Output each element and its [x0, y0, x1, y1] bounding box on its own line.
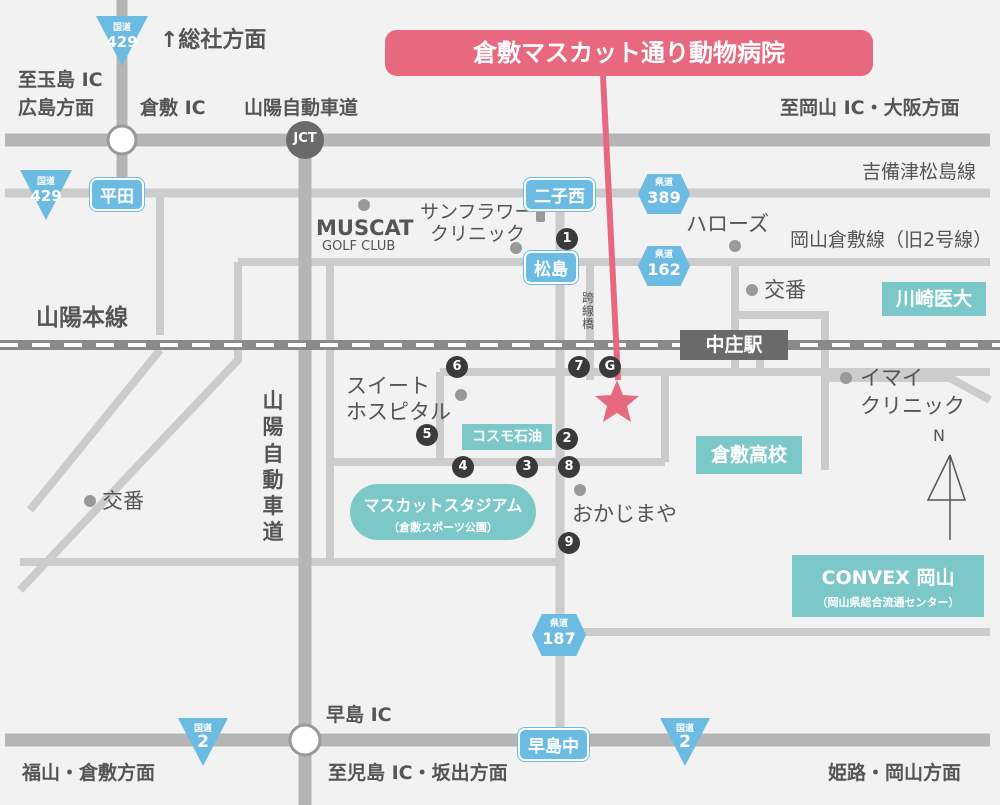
imai-clinic-dot [840, 372, 852, 384]
route-162-number: 162 [647, 260, 681, 279]
jct-circle [286, 121, 324, 159]
hayashimanaka-intersection: 早島中 [518, 728, 589, 761]
sweet-label: スイート [346, 374, 430, 398]
sunflower-clinic-label: クリニック [430, 223, 526, 245]
marker-goal: G [599, 356, 621, 378]
marker-5: 5 [416, 424, 438, 446]
sanyo-main-line-label: 山陽本線 [36, 305, 128, 331]
golf-club-label: GOLF CLUB [322, 239, 396, 254]
cosmo-oil-label: コスモ石油 [462, 424, 552, 450]
sweet-hospital-dot [455, 389, 467, 401]
marker-2: 2 [556, 428, 578, 450]
route-389-shield: 県道 389 [638, 174, 690, 214]
route-187-kendo: 県道 [549, 619, 568, 629]
futagonishi-intersection: 二子西 [524, 178, 595, 211]
muscat-golf-dot [358, 199, 370, 211]
nakasho-station: 中庄駅 [680, 330, 788, 360]
road-local [735, 311, 829, 470]
hayashima-ic-label: 早島 IC [326, 704, 392, 726]
marker-9: 9 [558, 532, 580, 554]
muscat-stadium-name: マスカットスタジアム [363, 496, 523, 515]
route-2-west-kokudo: 国道 [193, 724, 212, 734]
matsushima-intersection: 松島 [524, 251, 578, 284]
convex-okayama-label: CONVEX 岡山 （岡山県総合流通センター） [792, 555, 984, 617]
imai-clinic-label: クリニック [860, 394, 965, 418]
hirata-intersection: 平田 [90, 178, 144, 211]
route-389-kendo: 県道 [654, 178, 673, 188]
koban-west-label: 交番 [102, 489, 144, 513]
route-162-kendo: 県道 [654, 250, 673, 260]
okayama-kurashiki-line: 岡山倉敷線（旧2号線） [790, 229, 993, 251]
marker-6: 6 [446, 356, 468, 378]
route-429-west-number: 429 [30, 187, 62, 205]
route-187-shield: 県道 187 [532, 614, 586, 656]
marker-3: 3 [516, 456, 538, 478]
hiroshima-direction: 広島方面 [18, 97, 95, 119]
route-187-number: 187 [542, 629, 576, 648]
convex-sub: （岡山県総合流通センター） [816, 596, 960, 609]
route-2-east-kokudo: 国道 [675, 724, 694, 734]
sanyo-expressway-vertical: 山陽自動車道 [262, 389, 284, 545]
marker-8: 8 [558, 456, 580, 478]
muscat-stadium-sub: （倉敷スポーツ公園） [388, 521, 498, 534]
marker-4: 4 [452, 456, 474, 478]
route-2-west-number: 2 [197, 732, 209, 752]
marker-7: 7 [568, 356, 590, 378]
imai-label: イマイ [860, 366, 923, 390]
destination-star [595, 380, 639, 422]
clinic-title: 倉敷マスカット通り動物病院 [385, 30, 873, 76]
sanyo-expressway-label: 山陽自動車道 [244, 97, 359, 119]
kurashiki-ic-circle [106, 124, 138, 156]
okayama-osaka-direction: 至岡山 IC・大阪方面 [780, 97, 960, 119]
soja-direction: ↑総社方面 [160, 28, 267, 53]
tamashima-ic-label: 至玉島 IC [18, 69, 103, 91]
route-2-east-number: 2 [679, 732, 691, 752]
koban-east-dot [746, 284, 758, 296]
north-arrow [926, 454, 967, 540]
route-389-number: 389 [647, 188, 681, 207]
koban-east-label: 交番 [764, 278, 806, 302]
muscat-label: MUSCAT [316, 216, 414, 240]
gas-pump-icon [536, 210, 545, 222]
okajimaya-label: おかじまや [572, 502, 677, 526]
harozu-dot [729, 240, 741, 252]
fukuyama-direction: 福山・倉敷方面 [22, 762, 156, 784]
sweet-hospital-label: ホスピタル [346, 400, 451, 424]
kawasaki-medical-label: 川崎医大 [882, 282, 986, 316]
marker-1: 1 [556, 228, 578, 250]
himeji-direction: 姫路・岡山方面 [828, 762, 962, 784]
kurashiki-ic-label: 倉敷 IC [140, 97, 206, 119]
kibitsu-matsushima-line: 吉備津松島線 [862, 161, 977, 183]
route-429-north-number: 429 [106, 33, 138, 51]
harozu-label: ハローズ [686, 212, 769, 236]
muscat-stadium-label: マスカットスタジアム （倉敷スポーツ公園） [350, 484, 536, 540]
kurashiki-high-label: 倉敷高校 [696, 436, 802, 474]
convex-name: CONVEX 岡山 [821, 567, 955, 589]
kojima-direction: 至児島 IC・坂出方面 [328, 762, 508, 784]
road-local [26, 347, 164, 513]
jct-label: JCT [293, 131, 317, 146]
route-429-north-kokudo: 国道 [112, 23, 131, 33]
koban-west-dot [84, 495, 96, 507]
sunflower-clinic-dot [510, 242, 522, 254]
sunflower-label: サンフラワー [420, 201, 534, 223]
kousenkyou-label: 跨線橋 [581, 291, 594, 332]
pointer-line [600, 75, 621, 381]
okajimaya-dot [574, 484, 586, 496]
route-162-shield: 県道 162 [638, 246, 690, 286]
road-local [825, 374, 992, 404]
route-429-west-kokudo: 国道 [36, 177, 55, 187]
hayashima-ic-circle [288, 723, 322, 757]
road-local [17, 262, 242, 593]
north-label: N [933, 426, 945, 445]
